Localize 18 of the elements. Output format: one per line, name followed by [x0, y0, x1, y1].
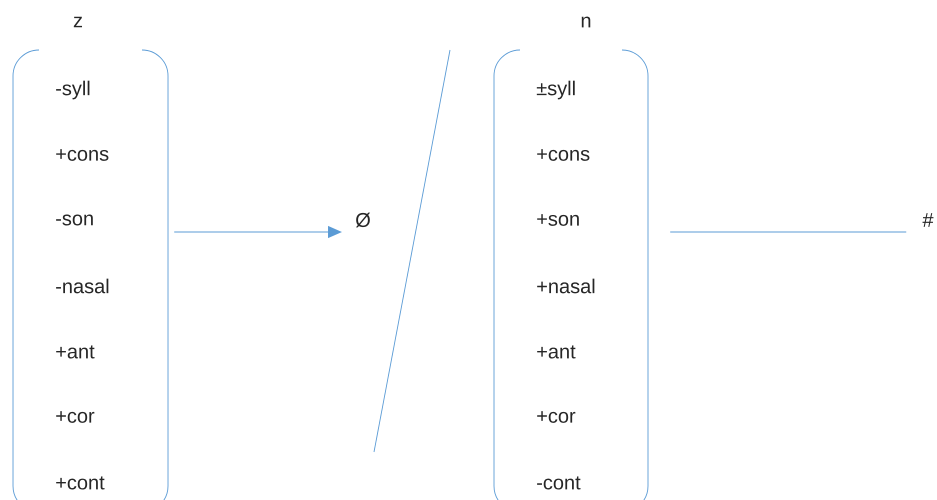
segment-label: n: [582, 16, 590, 28]
feature-label: +nasal: [537, 278, 594, 294]
symbol: #: [922, 213, 934, 227]
segment-label: z: [74, 16, 82, 28]
feature-label: +son: [537, 214, 579, 226]
feature-label: +cons: [537, 149, 590, 161]
feature-label: -syll: [56, 80, 90, 100]
feature-label: +cons: [56, 149, 108, 161]
feature-label: +ant: [56, 345, 95, 359]
feature-label: -son: [56, 214, 93, 226]
feature-label: ±syll: [536, 80, 575, 100]
feature-label: +ant: [537, 345, 576, 359]
feature-label: -nasal: [56, 278, 108, 294]
feature-label: +cor: [56, 411, 94, 423]
symbol: Ø: [356, 212, 370, 228]
feature-label: +cor: [537, 411, 576, 423]
feature-label: +cont: [56, 476, 105, 490]
feature-label: -cont: [537, 476, 581, 490]
